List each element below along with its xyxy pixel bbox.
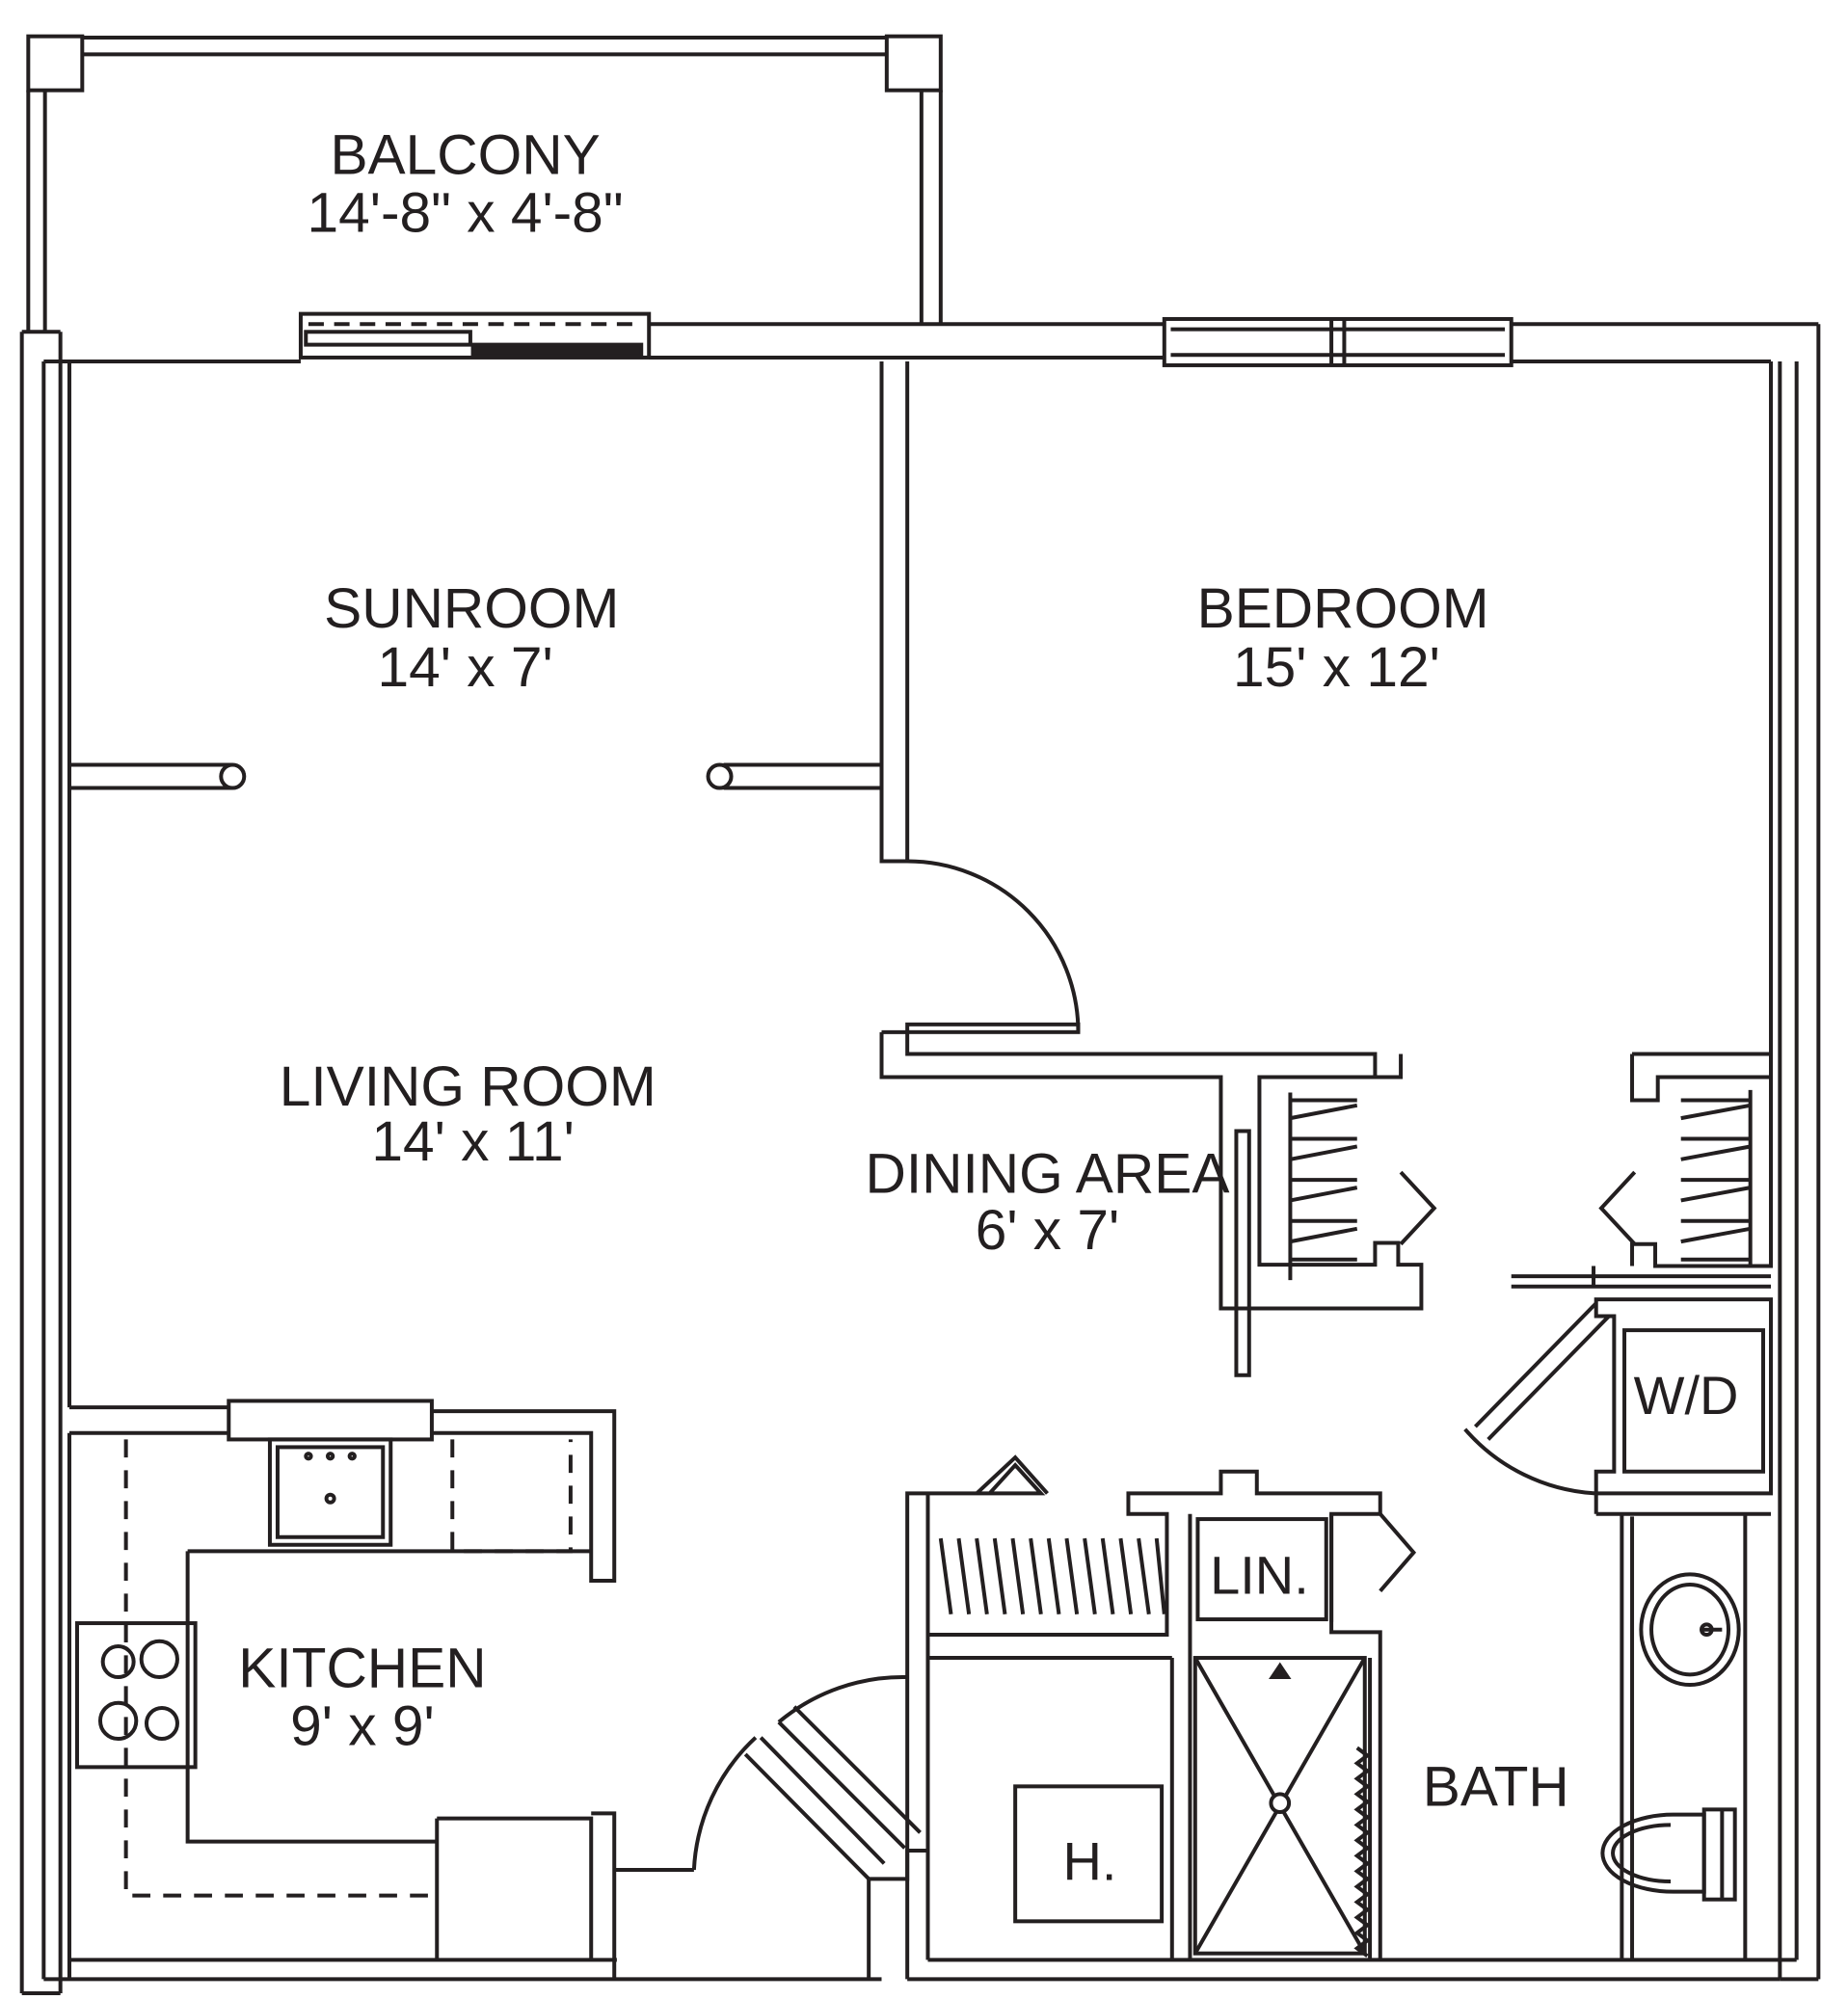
room-labels: BALCONY 14'-8" x 4'-8" SUNROOM 14' x 7' … [238,123,1738,1891]
closet-1-door[interactable] [1234,1129,1251,1377]
kitchen-fridge [437,1816,594,1960]
water-heater-label: H. [1062,1831,1116,1892]
water-heater [1013,1784,1165,1924]
balcony-area [26,34,943,333]
closet-3 [938,1454,1166,1614]
kitchen-size: 9' x 9' [290,1695,435,1758]
bath-entry-door [691,1675,928,1980]
shower [1192,1656,1371,1958]
laundry-closet [1463,1297,1774,1496]
bedroom-door[interactable] [905,1022,1081,1034]
kitchen-counters [67,1399,694,1980]
balcony-post-left [26,34,85,93]
kitchen-counter-top [227,1399,434,1442]
living-room-label: LIVING ROOM [280,1055,656,1118]
bath-sink [1639,1572,1741,1688]
closet-2 [1511,1052,1774,1289]
bedroom-door-swing [907,859,1081,1032]
bedroom-wall [879,360,1424,1311]
bath-door[interactable] [743,1705,922,1880]
bedroom-label: BEDROOM [1197,577,1489,640]
washer-dryer-label: W/D [1634,1365,1739,1426]
closet-1 [1234,1075,1437,1377]
living-room-size: 14' x 11' [371,1110,574,1173]
balcony-size: 14'-8" x 4'-8" [308,181,624,244]
kitchen-sink [267,1437,393,1547]
balcony-label: BALCONY [330,123,600,186]
kitchen-stove [74,1621,198,1770]
toilet [1600,1807,1737,1902]
balcony-sliding-door [298,311,652,360]
bath-walls [905,1462,1772,1980]
sunroom-size: 14' x 7' [378,636,553,699]
sunroom-label: SUNROOM [324,577,619,640]
dining-area-size: 6' x 7' [976,1199,1120,1262]
sunroom-partitions [68,762,882,790]
laundry-door[interactable] [1473,1301,1598,1428]
bath-label: BATH [1423,1755,1569,1818]
dining-area-label: DINING AREA [865,1142,1229,1205]
balcony-post-right [884,34,943,93]
bedroom-size: 15' x 12' [1233,636,1440,699]
linen-label: LIN. [1210,1544,1309,1605]
kitchen-label: KITCHEN [238,1638,486,1700]
linen-closet [1195,1512,1417,1622]
washer-dryer [1622,1328,1766,1474]
exterior-walls [19,322,1821,1995]
bedroom-window [1162,316,1513,367]
